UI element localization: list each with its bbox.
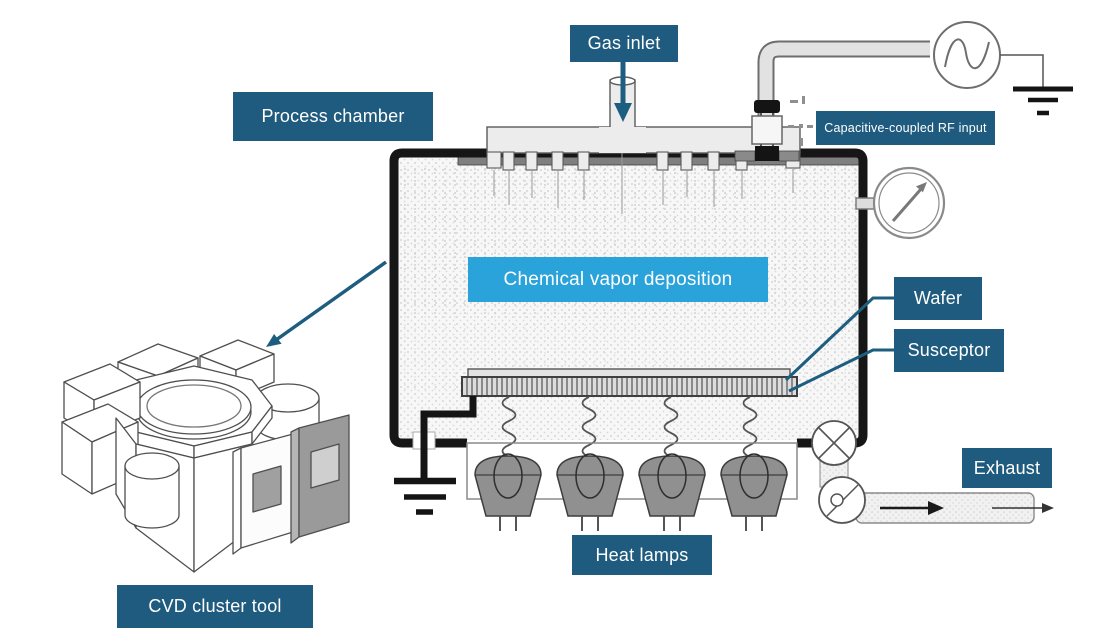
heat-lamp [556,453,624,531]
valve-icon [811,420,857,466]
cluster-tool-art [61,339,350,573]
gas-arrow-icon [614,62,632,122]
heat-lamp [474,453,542,531]
susceptor-plate [461,376,798,397]
rf-input-label: Capacitive-coupled RF input [816,111,995,145]
susceptor-label: Susceptor [894,329,1004,372]
flow-arrow-icon [880,501,1054,515]
support-springs [501,396,758,458]
cluster-tool-label: CVD cluster tool [117,585,313,628]
wafer-leader-line [784,296,895,382]
heat-lamps-label: Heat lamps [572,535,712,575]
gas-inlet-label: Gas inlet [570,25,678,62]
heat-lamp [638,453,706,531]
exhaust-line [811,420,1054,524]
heat-lamp-bank [466,442,798,531]
gas-streams [493,153,794,214]
rf-feed-tube [734,40,930,162]
chamber-ground-icon [394,396,477,515]
wafer-label: Wafer [894,277,982,320]
showerhead [486,76,801,214]
heat-lamp [720,453,788,531]
exhaust-label: Exhaust [962,448,1052,488]
rf-feedthrough [751,115,783,145]
door-window [310,443,340,489]
leader-lines [266,260,895,393]
susceptor-assembly [461,368,798,458]
door-window [252,465,282,513]
pressure-gauge-icon [855,166,946,240]
susceptor-leader-line [788,348,895,393]
rf-field-marks [788,96,813,146]
rf-ground-icon [1013,86,1073,116]
process-chamber-label: Process chamber [233,92,433,141]
lamp-tray [466,442,798,500]
cvd-label: Chemical vapor deposition [468,257,768,302]
ac-source-icon [933,21,1044,89]
pump-icon [818,476,866,524]
cluster-tool-arrow [266,260,388,347]
